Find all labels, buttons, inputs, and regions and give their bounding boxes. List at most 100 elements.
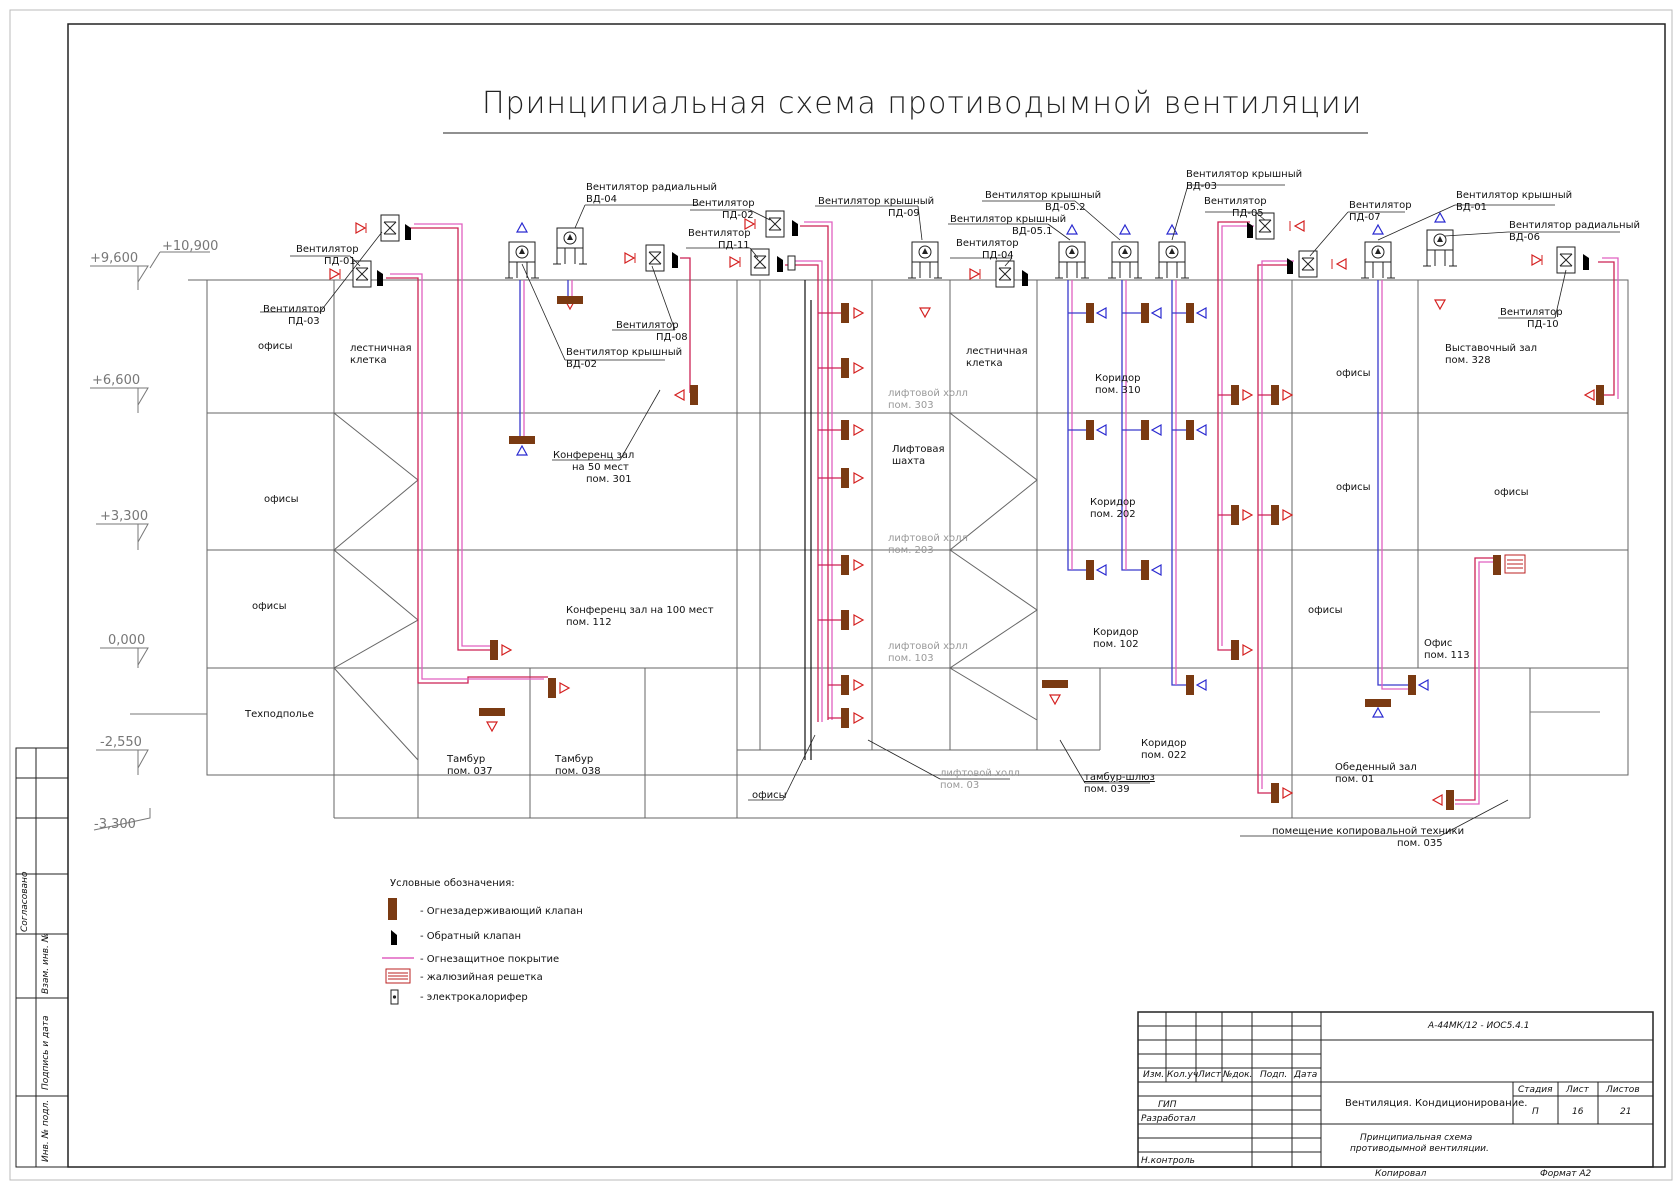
room-offices-mid-left: офисы xyxy=(264,494,299,505)
tb-role-developer: Разработал xyxy=(1141,1114,1196,1124)
svg-text:пом. 310: пом. 310 xyxy=(1095,385,1141,396)
tb-stage-header: Стадия xyxy=(1518,1085,1553,1095)
svg-text:пом. 328: пом. 328 xyxy=(1445,355,1491,366)
tb-col-doc: №док. xyxy=(1222,1070,1252,1080)
svg-text:Лифтовая: Лифтовая xyxy=(892,444,945,455)
stamp-approved: Согласовано xyxy=(20,871,30,932)
svg-text:Вентилятор крышный: Вентилятор крышный xyxy=(818,196,934,207)
svg-text:пом. 022: пом. 022 xyxy=(1141,750,1187,761)
svg-text:Вентилятор: Вентилятор xyxy=(1500,307,1563,318)
svg-text:Конференц зал: Конференц зал xyxy=(553,450,634,461)
tb-copied: Копировал xyxy=(1375,1169,1427,1179)
svg-text:пом. 202: пом. 202 xyxy=(1090,509,1136,520)
legend-louvre: - жалюзийная решетка xyxy=(420,972,543,983)
svg-text:лифтовой холл: лифтовой холл xyxy=(888,533,968,544)
legend-air-heater: - электрокалорифер xyxy=(420,992,528,1003)
sheet-inner-frame xyxy=(67,23,1666,1168)
svg-text:пом. 113: пом. 113 xyxy=(1424,650,1470,661)
svg-text:Вентилятор крышный: Вентилятор крышный xyxy=(566,347,682,358)
svg-text:тамбур-шлюз: тамбур-шлюз xyxy=(1084,772,1155,783)
level-9600: +9,600 xyxy=(90,251,138,266)
tb-format: Формат А2 xyxy=(1540,1169,1592,1179)
svg-text:лифтовой холл: лифтовой холл xyxy=(888,388,968,399)
svg-text:Тамбур: Тамбур xyxy=(554,754,593,765)
room-offices-right-3: офисы xyxy=(1308,605,1343,616)
svg-text:Конференц зал на 100 мест: Конференц зал на 100 мест xyxy=(566,605,714,616)
fire-dampers xyxy=(479,296,1604,810)
svg-text:ПД-04: ПД-04 xyxy=(982,250,1014,261)
drawing-title: Принципиальная схема противодымной венти… xyxy=(482,86,1362,121)
svg-text:Коридор: Коридор xyxy=(1090,497,1135,508)
svg-text:Вентилятор крышный: Вентилятор крышный xyxy=(950,214,1066,225)
svg-text:Коридор: Коридор xyxy=(1093,627,1138,638)
tb-drawing-name-1: Принципиальная схема xyxy=(1360,1133,1472,1143)
svg-text:Вентилятор крышный: Вентилятор крышный xyxy=(1186,169,1302,180)
air-arrows xyxy=(329,212,1543,732)
svg-text:лестничная: лестничная xyxy=(966,346,1028,357)
svg-text:Вентилятор крышный: Вентилятор крышный xyxy=(1456,190,1572,201)
tb-stage-value: П xyxy=(1532,1107,1539,1117)
svg-text:офисы: офисы xyxy=(252,601,287,612)
tb-sheet-value: 16 xyxy=(1572,1107,1584,1117)
svg-text:офисы: офисы xyxy=(1308,605,1343,616)
legend-fire-damper: - Огнезадерживающий клапан xyxy=(420,906,583,917)
svg-text:ВД-05.2: ВД-05.2 xyxy=(1045,202,1086,213)
svg-text:Вентилятор: Вентилятор xyxy=(1204,196,1267,207)
svg-text:ПД-10: ПД-10 xyxy=(1527,319,1559,330)
level-10900: +10,900 xyxy=(162,239,218,254)
room-technical-underfloor: Техподполье xyxy=(244,709,314,720)
svg-text:Вентилятор: Вентилятор xyxy=(263,304,326,315)
sheet-outer-frame xyxy=(9,9,1673,1181)
tb-drawing-name-2: противодымной вентиляции. xyxy=(1350,1144,1489,1154)
svg-text:ВД-04: ВД-04 xyxy=(586,194,617,205)
svg-text:Вентилятор: Вентилятор xyxy=(692,198,755,209)
level-0000: 0,000 xyxy=(108,633,145,648)
leader-lines xyxy=(260,184,1620,837)
svg-text:пом. 102: пом. 102 xyxy=(1093,639,1139,650)
room-offices-far-right: офисы xyxy=(1494,487,1529,498)
svg-text:ВД-01: ВД-01 xyxy=(1456,202,1487,213)
svg-text:пом. 303: пом. 303 xyxy=(888,400,934,411)
tb-document-code: А-44МК/12 - ИОС5.4.1 xyxy=(1427,1021,1529,1031)
svg-text:Офис: Офис xyxy=(1424,638,1452,649)
svg-text:клетка: клетка xyxy=(966,358,1003,369)
room-offices-top-left: офисы xyxy=(258,341,293,352)
legend-heading: Условные обозначения: xyxy=(390,878,515,889)
svg-text:ВД-02: ВД-02 xyxy=(566,359,597,370)
tb-sheets-value: 21 xyxy=(1620,1107,1631,1117)
svg-text:Вентилятор: Вентилятор xyxy=(1349,200,1412,211)
tb-col-date: Дата xyxy=(1293,1070,1317,1080)
svg-text:ПД-01: ПД-01 xyxy=(324,256,356,267)
svg-text:Вентилятор: Вентилятор xyxy=(296,244,359,255)
tb-sheets-header: Листов xyxy=(1605,1085,1640,1095)
svg-text:пом. 038: пом. 038 xyxy=(555,766,601,777)
svg-text:ВД-03: ВД-03 xyxy=(1186,181,1217,192)
stamp-replacement-inv: Взам. инв. № xyxy=(41,933,51,994)
svg-text:Тамбур: Тамбур xyxy=(446,754,485,765)
svg-text:пом. 035: пом. 035 xyxy=(1397,838,1443,849)
tb-project-name: Вентиляция. Кондиционирование. xyxy=(1345,1098,1527,1109)
svg-text:пом. 112: пом. 112 xyxy=(566,617,612,628)
tb-role-norm-control: Н.контроль xyxy=(1141,1156,1195,1166)
